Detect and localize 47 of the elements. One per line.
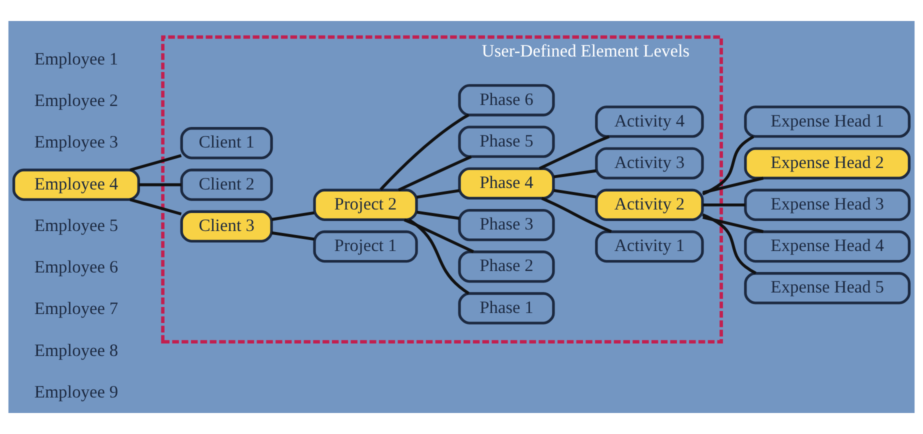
connector bbox=[130, 198, 182, 216]
node-box: Employee 4 bbox=[12, 168, 140, 201]
connector bbox=[538, 135, 610, 170]
connector bbox=[554, 189, 596, 198]
connector bbox=[416, 189, 460, 199]
connector bbox=[408, 218, 470, 295]
connector bbox=[416, 210, 460, 220]
node-box: Project 1 bbox=[313, 230, 418, 263]
connector bbox=[702, 203, 746, 206]
label: Employee 9 bbox=[34, 381, 118, 402]
label: Employee 3 bbox=[34, 132, 118, 152]
node-box: Phase 1 bbox=[458, 292, 555, 324]
node-box: Client 1 bbox=[180, 127, 273, 160]
node-box: Activity 4 bbox=[595, 106, 704, 138]
connector bbox=[380, 114, 470, 191]
connector bbox=[138, 183, 182, 186]
label: Employee 7 bbox=[34, 298, 118, 318]
connector bbox=[702, 213, 756, 275]
node-box: Activity 3 bbox=[595, 147, 704, 180]
node-box: Phase 2 bbox=[458, 250, 555, 283]
connector bbox=[541, 196, 612, 233]
label: Employee 2 bbox=[34, 90, 118, 110]
node-box: Phase 4 bbox=[458, 167, 555, 200]
connector bbox=[404, 218, 474, 254]
node-box: Activity 2 bbox=[595, 188, 704, 222]
node-box: Expense Head 1 bbox=[744, 106, 911, 138]
node-box: Phase 3 bbox=[458, 208, 555, 242]
label: Employee 6 bbox=[34, 256, 118, 277]
node-box: Expense Head 2 bbox=[744, 147, 911, 180]
connector bbox=[398, 155, 472, 192]
node-box: Phase 6 bbox=[458, 84, 555, 116]
node-box: Expense Head 5 bbox=[744, 272, 911, 304]
node-box: Client 2 bbox=[180, 168, 273, 201]
node-box: Client 3 bbox=[180, 210, 273, 242]
node-box: Activity 1 bbox=[595, 230, 704, 263]
connector bbox=[130, 154, 182, 172]
node-box: Expense Head 3 bbox=[744, 188, 911, 222]
label: Employee 5 bbox=[34, 214, 118, 235]
connector bbox=[702, 135, 754, 196]
node-box: Phase 5 bbox=[458, 126, 555, 158]
connector bbox=[272, 231, 314, 241]
label: Employee 8 bbox=[34, 340, 118, 360]
label: Employee 1 bbox=[34, 48, 118, 68]
connector bbox=[554, 169, 596, 178]
node-box: Project 2 bbox=[313, 188, 418, 222]
connector bbox=[272, 211, 314, 221]
node-box: Expense Head 4 bbox=[744, 230, 911, 263]
